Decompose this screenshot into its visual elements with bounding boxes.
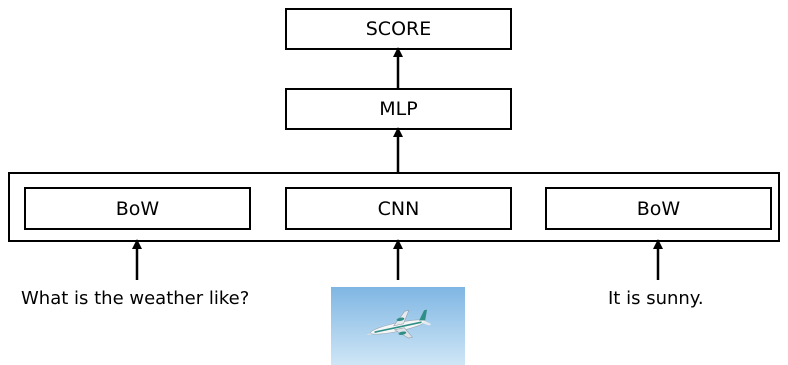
score-label: SCORE <box>365 18 432 40</box>
image-encoder-label: CNN <box>377 197 420 220</box>
score-box: SCORE <box>285 8 512 50</box>
mlp-label: MLP <box>379 98 418 120</box>
question-encoder-box: BoW <box>24 187 251 230</box>
answer-encoder-box: BoW <box>545 187 772 230</box>
image-encoder-box: CNN <box>285 187 512 230</box>
airplane-photo <box>331 287 465 365</box>
answer-encoder-label: BoW <box>636 197 681 220</box>
question-text: What is the weather like? <box>21 288 250 309</box>
answer-text: It is sunny. <box>608 288 704 309</box>
airplane-icon <box>365 309 432 339</box>
question-encoder-label: BoW <box>115 197 160 220</box>
